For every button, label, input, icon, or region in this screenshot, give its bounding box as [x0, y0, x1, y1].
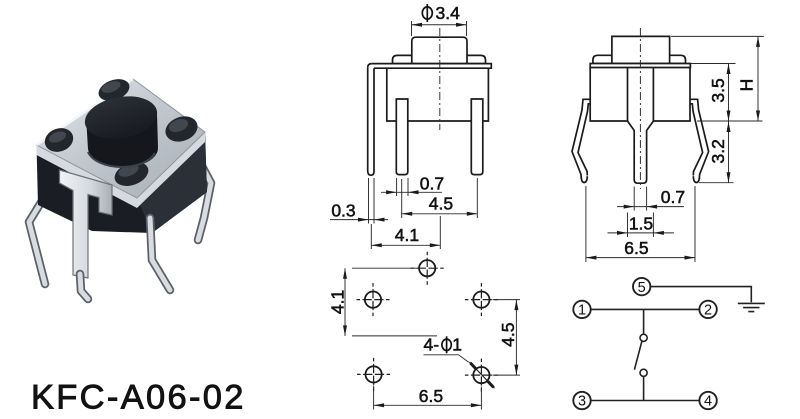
svg-text:4.1: 4.1 [395, 225, 419, 245]
svg-text:0.7: 0.7 [661, 187, 685, 207]
svg-text:4.5: 4.5 [498, 323, 518, 347]
svg-text:3.4: 3.4 [436, 3, 461, 23]
svg-text:1: 1 [452, 335, 462, 355]
svg-text:3.5: 3.5 [708, 78, 728, 102]
svg-text:H: H [736, 79, 756, 92]
svg-text:6.5: 6.5 [419, 386, 443, 406]
svg-text:3.2: 3.2 [708, 139, 728, 163]
svg-text:1: 1 [578, 303, 586, 319]
svg-text:1.5: 1.5 [629, 213, 653, 233]
svg-text:KFC-A06-02: KFC-A06-02 [31, 379, 246, 417]
svg-text:4: 4 [704, 394, 712, 410]
svg-text:2: 2 [704, 303, 712, 319]
svg-text:3: 3 [578, 394, 586, 410]
svg-text:5: 5 [638, 280, 646, 296]
svg-text:4.1: 4.1 [327, 290, 347, 314]
svg-text:0.7: 0.7 [420, 174, 444, 194]
svg-text:6.5: 6.5 [624, 238, 648, 258]
svg-text:4-: 4- [424, 335, 440, 355]
svg-text:0.3: 0.3 [331, 201, 355, 221]
svg-text:4.5: 4.5 [429, 194, 453, 214]
